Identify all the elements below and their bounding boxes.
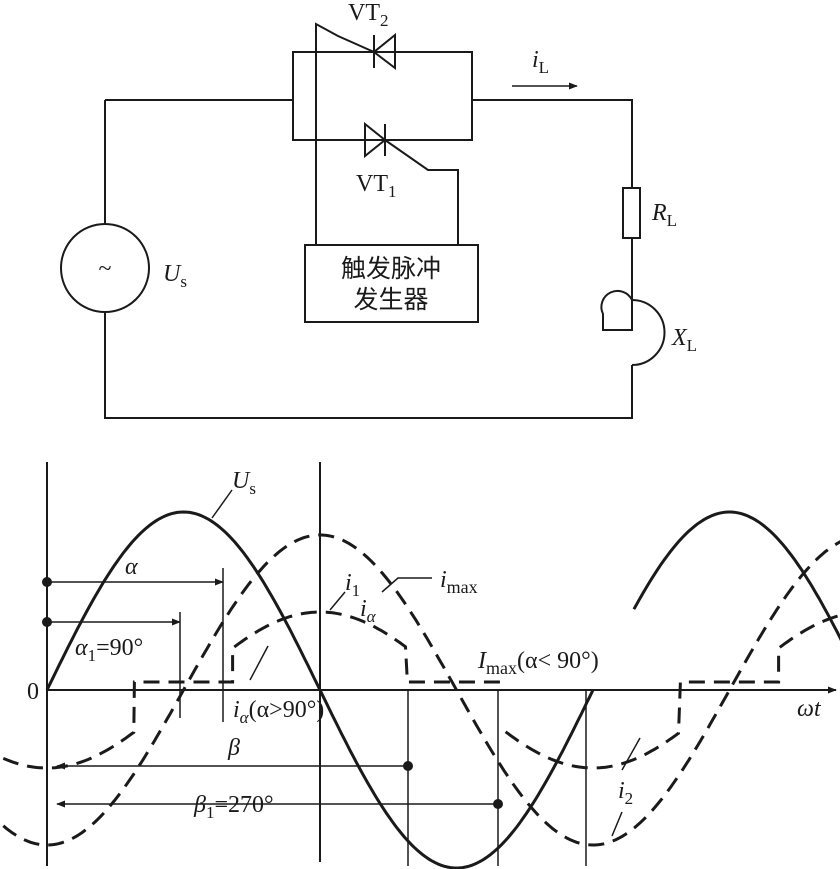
beta1-dot bbox=[493, 799, 503, 809]
alpha1-dot bbox=[42, 617, 52, 627]
vt1-label: VT1 bbox=[356, 171, 397, 201]
imax-cond-label: Imax(α< 90°) bbox=[477, 648, 599, 678]
i1-label: i1 bbox=[345, 570, 360, 600]
imax-label: imax bbox=[440, 567, 478, 597]
thyristor-vt1 bbox=[364, 121, 459, 245]
circuit-diagram: ~ Us VT2 VT1 触发脉冲 发生器 iL bbox=[60, 0, 697, 419]
ia-cond-leader bbox=[249, 645, 269, 681]
inductor bbox=[600, 289, 633, 331]
i2-leader-1 bbox=[621, 737, 641, 771]
xl-label: XL bbox=[671, 325, 697, 355]
alpha1-label: α1=90° bbox=[75, 635, 143, 665]
ia-label: iα bbox=[360, 596, 377, 626]
thyristor-bypass-box bbox=[292, 51, 473, 141]
i2-leader-2 bbox=[611, 811, 623, 837]
i2-curve bbox=[504, 613, 840, 770]
us-label: Us bbox=[163, 261, 187, 291]
alpha-dot bbox=[42, 577, 52, 587]
wire-top-right bbox=[472, 99, 633, 188]
wire-left-bottom bbox=[104, 312, 633, 419]
beta-dot bbox=[403, 761, 413, 771]
us-leader bbox=[211, 489, 233, 519]
us-curve-3 bbox=[632, 510, 840, 641]
thyristor-vt2 bbox=[315, 22, 396, 245]
trigger-generator-label-1: 触发脉冲 bbox=[341, 254, 441, 283]
ac-source-symbol: ~ bbox=[99, 256, 112, 282]
vt2-label: VT2 bbox=[348, 0, 389, 30]
trigger-generator-box bbox=[304, 244, 479, 323]
i2-label: i2 bbox=[618, 778, 633, 808]
resistor bbox=[622, 187, 641, 239]
waveform-diagram: 0 ωt Us i bbox=[2, 462, 840, 869]
beta1-label: β1=270° bbox=[193, 792, 274, 822]
imax-leader bbox=[381, 577, 432, 593]
beta-label: β bbox=[227, 735, 240, 761]
alpha-label: α bbox=[125, 554, 138, 580]
wave-us-label: Us bbox=[232, 468, 256, 498]
ia-cond-label: iα(α>90°) bbox=[233, 697, 324, 727]
us-curve-2 bbox=[318, 689, 595, 869]
origin-label: 0 bbox=[27, 679, 39, 705]
us-curve bbox=[45, 510, 322, 691]
i1-leader bbox=[329, 591, 346, 611]
imax-curve bbox=[2, 533, 840, 847]
inductor-lower-arc bbox=[631, 299, 666, 366]
trigger-generator-label-2: 发生器 bbox=[353, 285, 428, 314]
x-axis-label: ωt bbox=[797, 696, 822, 722]
ac-source bbox=[60, 223, 150, 313]
il-label: iL bbox=[532, 47, 549, 77]
rl-label: RL bbox=[651, 200, 677, 230]
